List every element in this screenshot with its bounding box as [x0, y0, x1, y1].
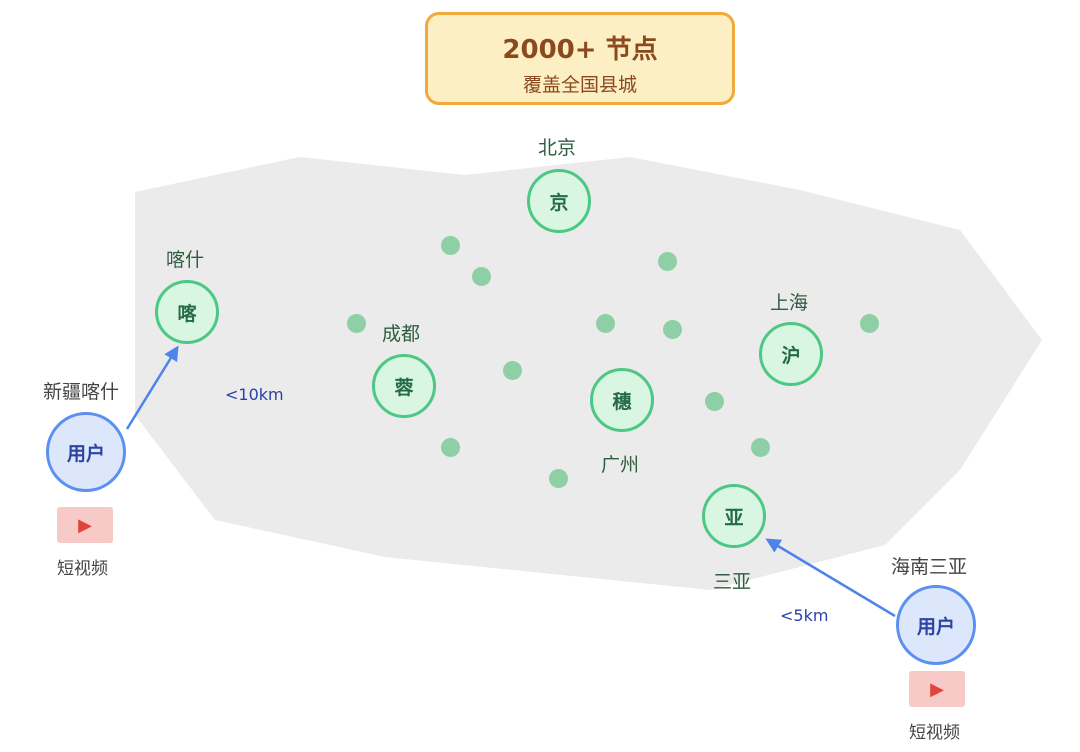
video-thumbnail-xinjiang: ▶ — [57, 507, 113, 543]
edge-node-dot — [503, 361, 522, 380]
user-node-hainan: 用户 — [896, 585, 976, 665]
distance-label-hainan: <5km — [780, 606, 829, 625]
distance-label-xinjiang: <10km — [225, 385, 284, 404]
edge-node-dot — [705, 392, 724, 411]
city-label-kashgar: 喀什 — [166, 249, 205, 271]
city-node-sanya: 亚 — [702, 484, 766, 548]
city-label-guangzhou: 广州 — [601, 454, 640, 476]
map-region — [135, 157, 1042, 590]
edge-node-dot — [663, 320, 682, 339]
city-node-kashgar: 喀 — [155, 280, 219, 344]
city-node-shanghai: 沪 — [759, 322, 823, 386]
edge-node-dot — [472, 267, 491, 286]
city-label-sanya: 三亚 — [713, 571, 752, 593]
city-label-beijing: 北京 — [538, 137, 577, 159]
user-location-hainan: 海南三亚 — [891, 556, 968, 578]
city-label-chengdu: 成都 — [382, 323, 421, 345]
city-label-shanghai: 上海 — [770, 292, 809, 314]
edge-node-dot — [751, 438, 770, 457]
edge-node-dot — [860, 314, 879, 333]
title-box: 2000+ 节点 覆盖全国县城 — [425, 12, 735, 105]
edge-node-dot — [347, 314, 366, 333]
city-node-beijing: 京 — [527, 169, 591, 233]
play-icon: ▶ — [78, 514, 92, 536]
video-label-xinjiang: 短视频 — [57, 559, 108, 579]
edge-node-dot — [549, 469, 568, 488]
edge-node-dot — [441, 438, 460, 457]
city-node-guangzhou: 穗 — [590, 368, 654, 432]
edge-node-dot — [658, 252, 677, 271]
edge-node-dot — [596, 314, 615, 333]
video-thumbnail-hainan: ▶ — [909, 671, 965, 707]
connection-arrow-kashgar — [125, 345, 179, 430]
city-node-chengdu: 蓉 — [372, 354, 436, 418]
user-location-xinjiang: 新疆喀什 — [43, 381, 120, 403]
user-node-xinjiang: 用户 — [46, 412, 126, 492]
edge-node-dot — [441, 236, 460, 255]
connection-arrow-sanya — [765, 538, 896, 618]
play-icon: ▶ — [930, 678, 944, 700]
title-sub: 覆盖全国县城 — [522, 74, 637, 96]
video-label-hainan: 短视频 — [909, 723, 960, 743]
title-main: 2000+ 节点 — [502, 35, 658, 65]
